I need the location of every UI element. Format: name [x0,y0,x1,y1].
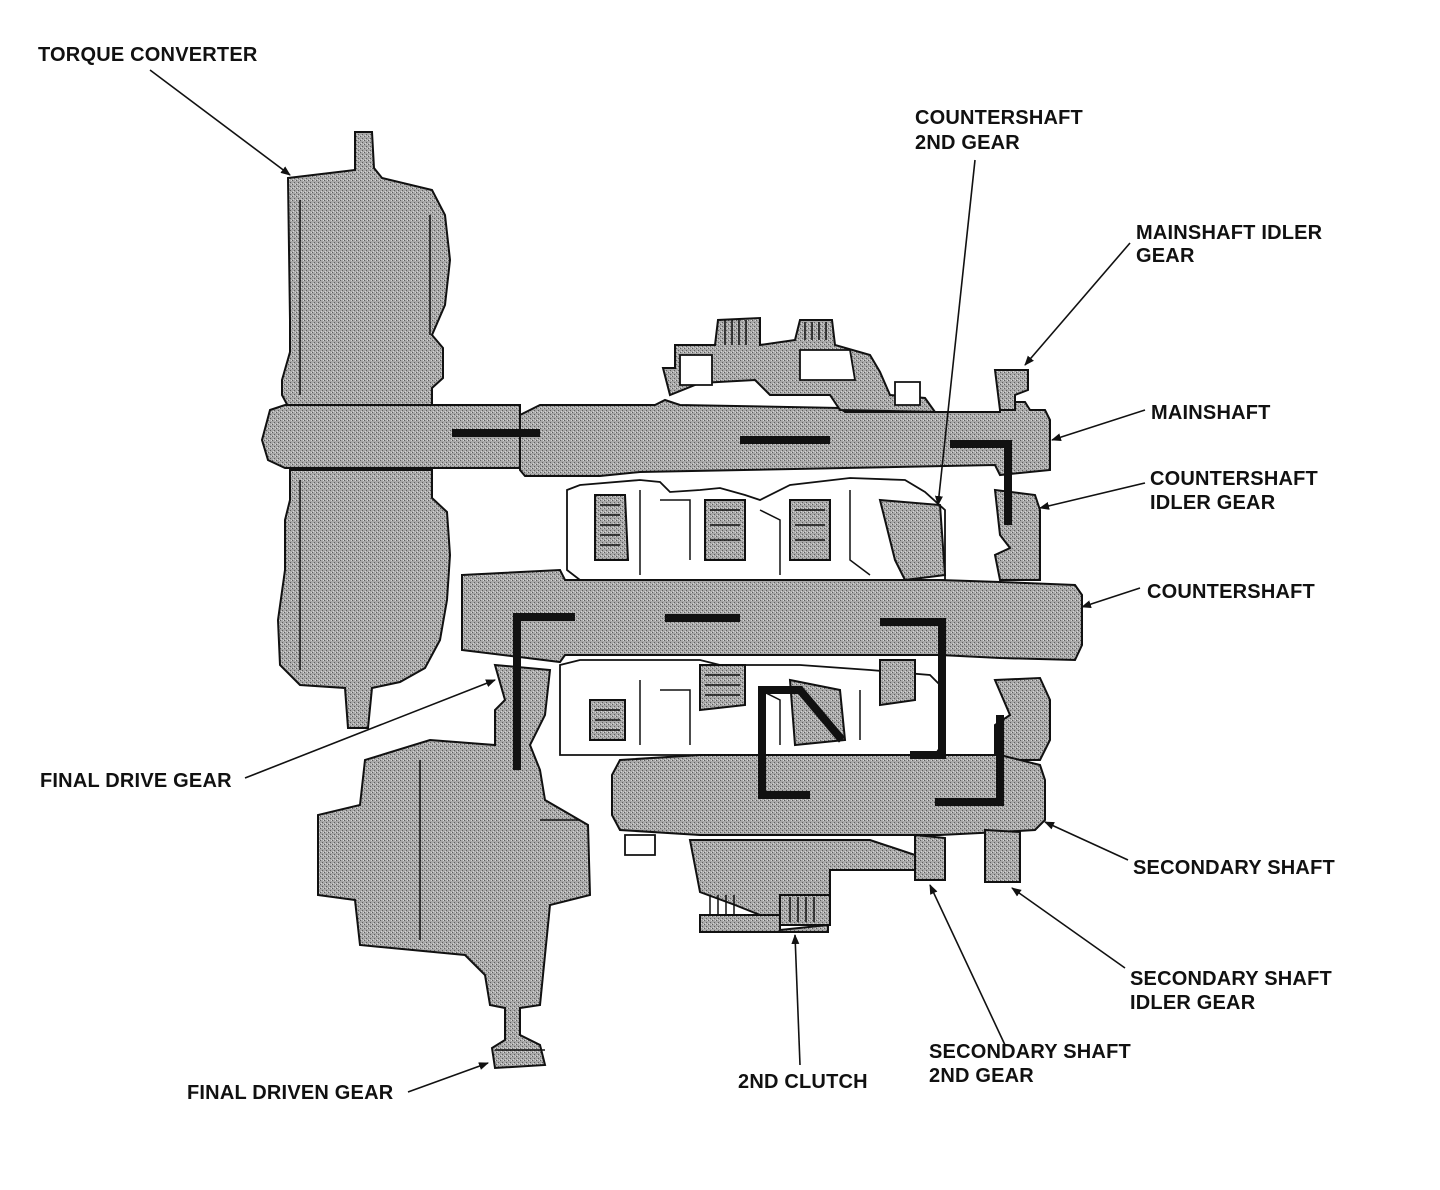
torque-converter [260,131,521,729]
leader-second-clutch [791,934,801,1066]
secondary-shaft [611,754,1046,883]
label-countershaft-idler-gear-line1: COUNTERSHAFT [1150,468,1318,490]
flow-arrow-second-clutch [758,686,846,799]
leader-torque-converter [149,69,291,176]
labels: TORQUE CONVERTER COUNTERSHAFT 2ND GEAR M… [38,44,1335,1104]
leader-final-drive-gear [244,679,496,779]
label-second-clutch: 2ND CLUTCH [738,1071,868,1093]
label-countershaft: COUNTERSHAFT [1147,581,1315,603]
mainshaft [519,316,1051,477]
label-mainshaft-idler-gear-line2: GEAR [1136,245,1195,267]
leader-countershaft-2nd-gear [934,159,976,506]
countershaft-clutch-assembly [566,477,1041,582]
label-countershaft-2nd-gear-line2: 2ND GEAR [915,132,1020,154]
label-final-driven-gear: FINAL DRIVEN GEAR [187,1082,394,1104]
flow-arrow-idler-down [950,440,1012,526]
leader-secondary-shaft-2nd-gear [929,884,1006,1046]
label-secondary-shaft-idler-gear-line2: IDLER GEAR [1130,992,1256,1014]
leader-lines [149,69,1146,1093]
label-countershaft-idler-gear-line2: IDLER GEAR [1150,492,1276,514]
countershaft [461,568,1083,664]
second-clutch [624,834,916,933]
power-flow-path [452,429,1012,806]
label-countershaft-2nd-gear-line1: COUNTERSHAFT [915,107,1083,129]
label-mainshaft-idler-gear-line1: MAINSHAFT IDLER [1136,222,1323,244]
leader-countershaft [1081,587,1141,608]
label-secondary-shaft-2nd-gear-line2: 2ND GEAR [929,1065,1034,1087]
leader-mainshaft-idler-gear [1024,242,1131,366]
leader-secondary-shaft [1044,821,1129,861]
leader-countershaft-idler-gear [1039,482,1146,510]
flow-arrow-final-drive [513,613,575,771]
differential-assembly [317,663,592,1070]
secondary-shaft-clutch-assembly [559,659,1051,761]
label-final-drive-gear: FINAL DRIVE GEAR [40,770,232,792]
label-secondary-shaft-2nd-gear-line1: SECONDARY SHAFT [929,1041,1131,1063]
leader-final-driven-gear [407,1062,489,1093]
leader-secondary-shaft-idler-gear [1011,887,1126,969]
leader-mainshaft [1051,409,1146,442]
label-torque-converter: TORQUE CONVERTER [38,44,258,66]
label-mainshaft: MAINSHAFT [1151,402,1271,424]
flow-arrow-countershaft-loop [880,618,946,759]
label-secondary-shaft-idler-gear-line1: SECONDARY SHAFT [1130,968,1332,990]
flow-arrow-secondary-idler [934,715,1004,806]
label-secondary-shaft: SECONDARY SHAFT [1133,857,1335,879]
